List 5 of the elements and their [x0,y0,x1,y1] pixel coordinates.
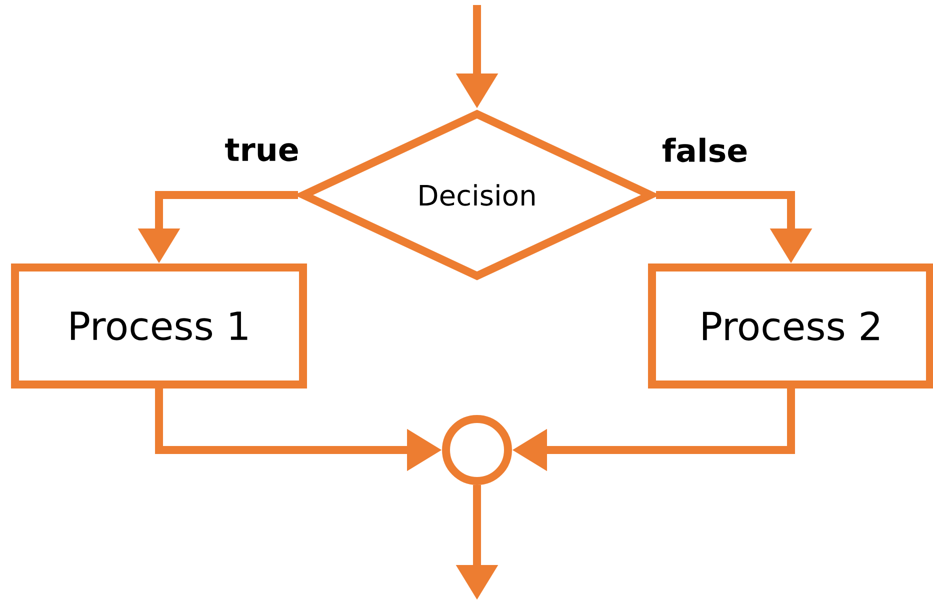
edge-label: true [222,136,302,164]
connector-circle [442,415,512,485]
process-box: Process 1 [11,264,307,388]
edge-label: false [660,136,750,164]
process-box: Process 2 [648,264,933,388]
